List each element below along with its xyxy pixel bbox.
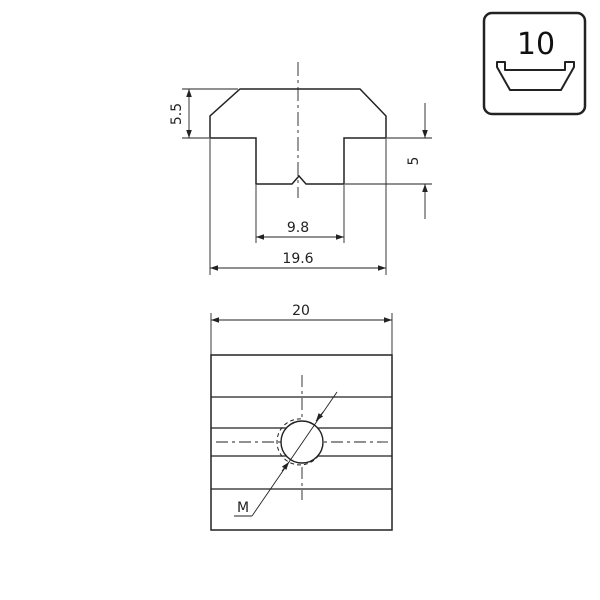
- dim-neck-width: [255, 185, 345, 243]
- dim-slot-depth: [345, 103, 432, 219]
- badge-label: 10: [517, 27, 555, 62]
- dim-label-length: 20: [292, 303, 310, 319]
- profile-size-badge: 10: [482, 11, 587, 116]
- profile-slot-icon: [496, 61, 575, 91]
- t-nut-profile: [209, 88, 387, 185]
- dim-label-neck-width: 9.8: [287, 220, 309, 236]
- dim-label-overall-width: 19.6: [282, 251, 313, 267]
- thread-leader: [234, 391, 338, 517]
- thread-outline: [276, 418, 324, 466]
- dim-head-height: [182, 88, 238, 139]
- nut-outline: [210, 354, 393, 531]
- dim-label-slot-depth: 5: [406, 157, 422, 166]
- plan-view: [210, 313, 393, 531]
- dim-overall-width: [209, 139, 387, 275]
- threaded-hole-icon: [280, 420, 324, 464]
- dim-label-thread: M: [237, 500, 249, 516]
- dim-length: [210, 313, 393, 355]
- profile-view: [182, 62, 432, 275]
- dim-label-head-height: 5.5: [169, 103, 185, 125]
